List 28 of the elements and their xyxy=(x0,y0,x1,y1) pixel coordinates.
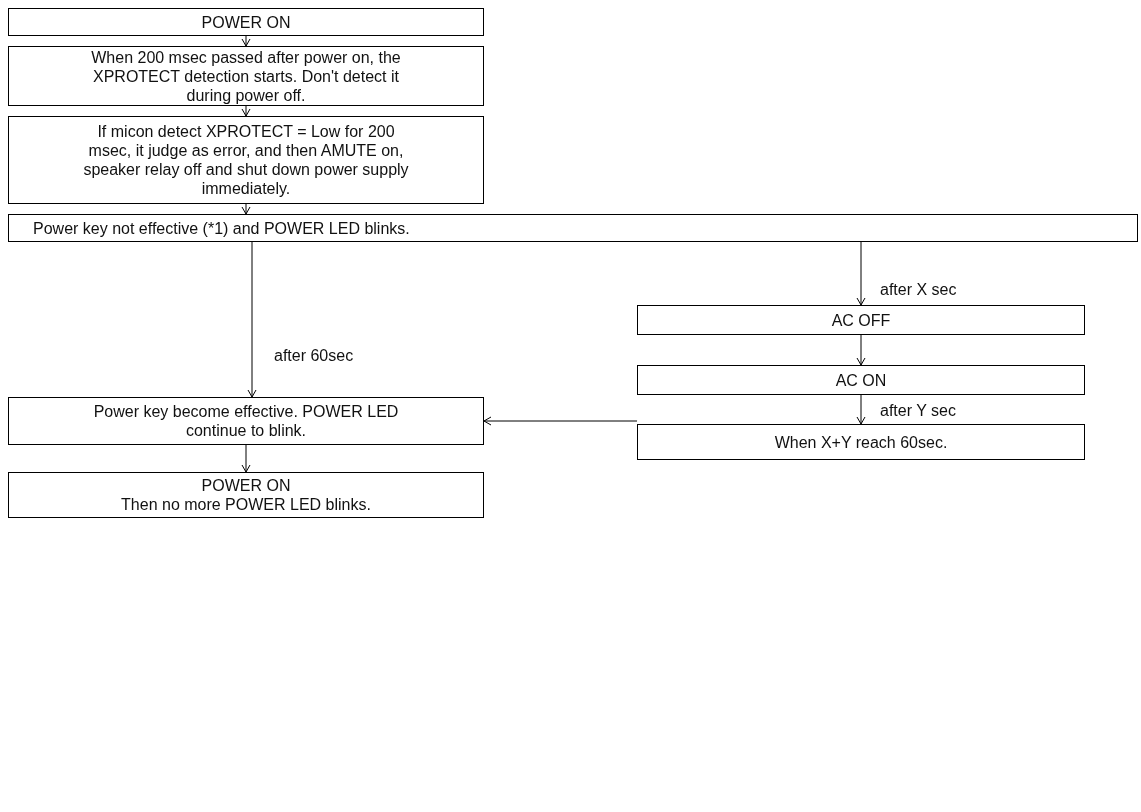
arrow xyxy=(856,241,866,306)
process-box xyxy=(8,472,484,518)
node-text: AC OFF xyxy=(831,310,891,330)
arrow xyxy=(247,241,257,398)
arrow xyxy=(856,334,866,366)
arrow xyxy=(241,105,251,117)
arrow xyxy=(241,35,251,47)
node-text: AC ON xyxy=(835,370,887,390)
process-box xyxy=(637,305,1085,335)
node-text: POWER ON xyxy=(201,476,291,495)
node-text: Then no more POWER LED blinks. xyxy=(121,495,371,514)
process-box xyxy=(637,365,1085,395)
arrow xyxy=(856,394,866,425)
process-box xyxy=(8,46,484,106)
arrow xyxy=(483,416,638,426)
node-text: When X+Y reach 60sec. xyxy=(774,432,948,452)
node-text: Power key become effective. POWER LED continue to blink. xyxy=(92,402,400,440)
node-text: If micon detect XPROTECT = Low for 200 msec, it judge as error, and then AMUTE on, speaker relay off and shut down power supply immediately. xyxy=(82,122,410,198)
node-text: When 200 msec passed after power on, the XPROTECT detection starts. Don't detect it during power off. xyxy=(90,47,402,105)
process-box xyxy=(637,424,1085,460)
node-text: POWER ON xyxy=(201,12,291,32)
process-box xyxy=(8,116,484,204)
node-text: Power key not effective (*1) and POWER LED blinks. xyxy=(33,218,410,238)
arrow xyxy=(241,444,251,473)
arrow xyxy=(241,203,251,215)
process-box xyxy=(8,397,484,445)
process-box xyxy=(8,214,1138,242)
process-box xyxy=(8,8,484,36)
